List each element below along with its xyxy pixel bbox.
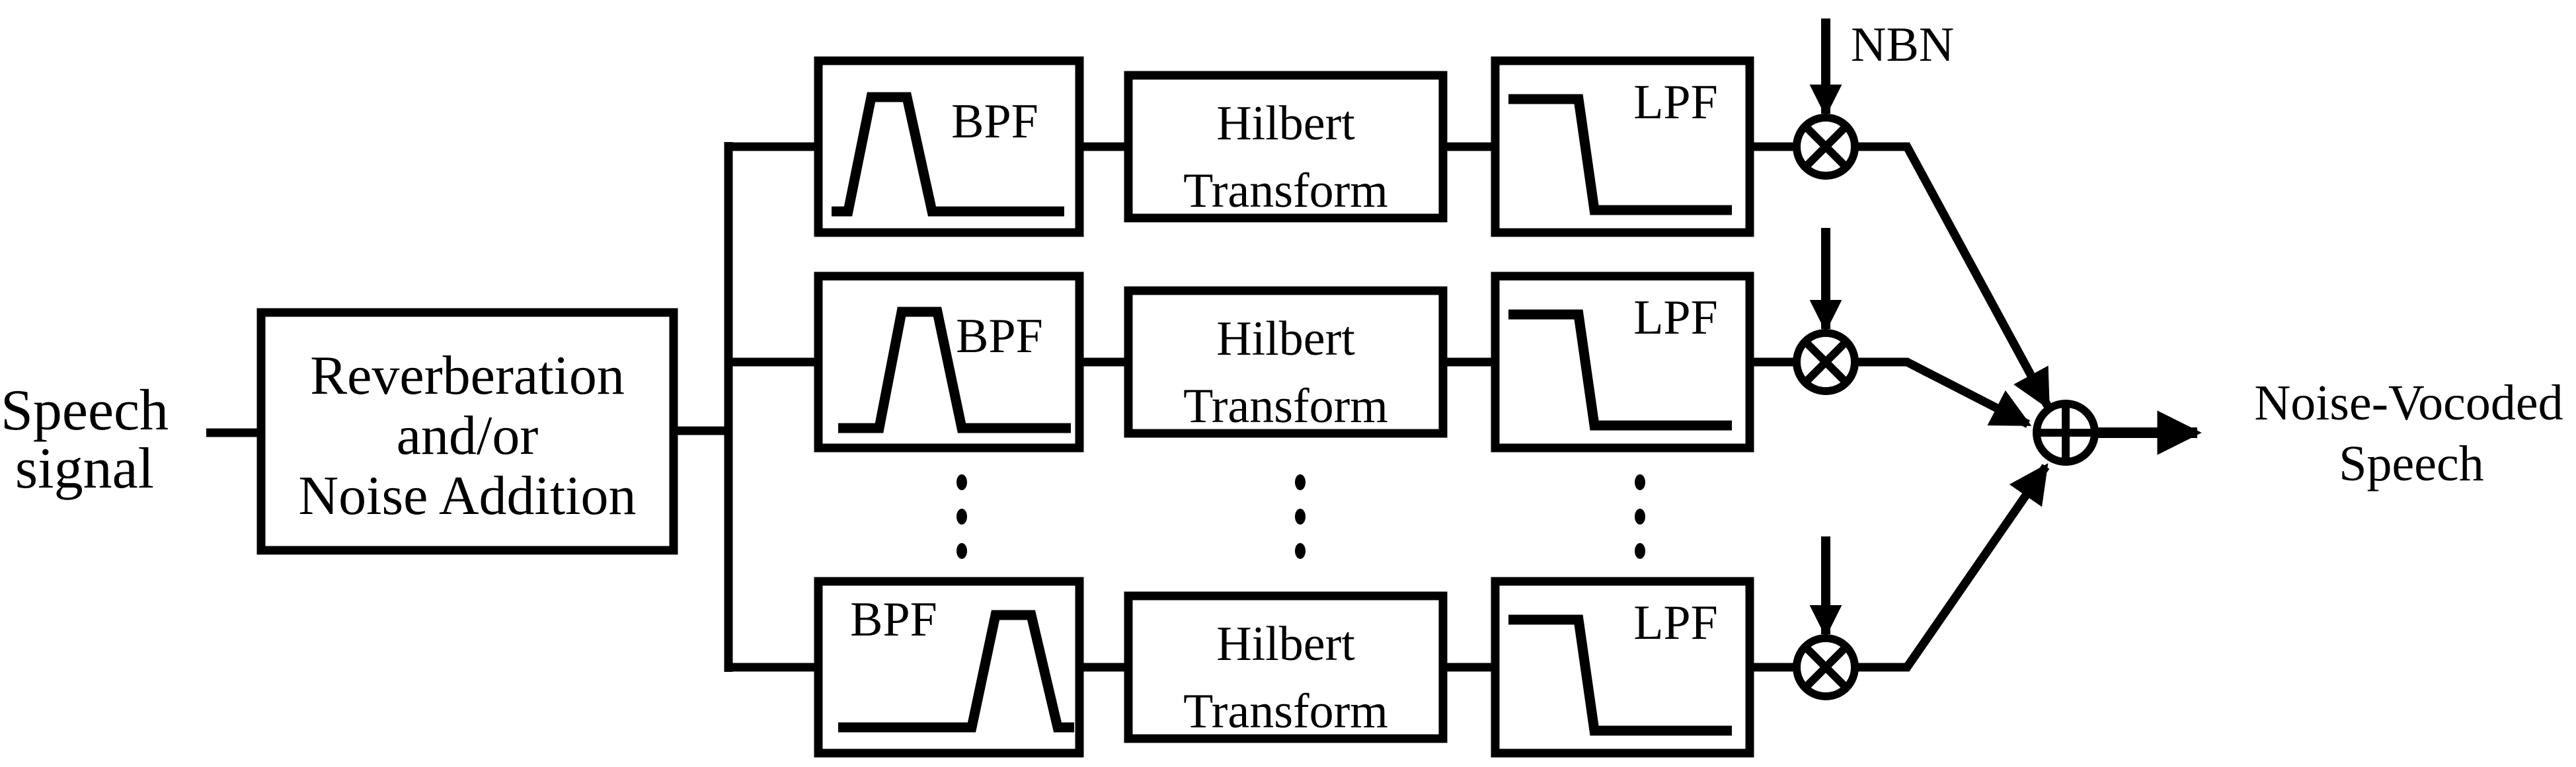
hilbert-label-line1: Hilbert bbox=[1216, 96, 1355, 151]
output-label: Noise-Vocoded Speech bbox=[2254, 375, 2563, 492]
lpf-label: LPF bbox=[1633, 75, 1718, 129]
reverberation-noise-box-frame bbox=[256, 308, 678, 555]
multiplier-icon bbox=[1793, 634, 1859, 700]
reverberation-noise-line1: Reverberation bbox=[310, 345, 625, 406]
hilbert-box: Hilbert Transform bbox=[1124, 71, 1448, 223]
lpf-box: LPF bbox=[1491, 577, 1754, 758]
ellipsis-dot bbox=[956, 509, 967, 525]
bpf-label: BPF bbox=[951, 94, 1038, 149]
ellipsis-dot bbox=[1635, 474, 1645, 490]
bpf-box: BPF bbox=[814, 56, 1084, 237]
output-label-line2: Speech bbox=[2339, 436, 2483, 492]
ellipsis-dot bbox=[956, 543, 967, 559]
lowpass-response-icon bbox=[1508, 94, 1732, 215]
reverberation-noise-line2: and/or bbox=[397, 405, 539, 466]
hilbert-label-line2: Transform bbox=[1183, 379, 1388, 433]
channel-output-arrow bbox=[1855, 463, 2050, 672]
hilbert-box-frame bbox=[1124, 286, 1448, 438]
hilbert-box: Hilbert Transform bbox=[1124, 591, 1448, 743]
hilbert-box-frame bbox=[1124, 591, 1448, 743]
channel-row-2: BPF Hilbert Transform LPF bbox=[814, 228, 2032, 453]
lowpass-response-icon bbox=[1508, 614, 1732, 736]
bandpass-response-icon bbox=[838, 610, 1074, 733]
ellipsis-dot bbox=[1295, 474, 1306, 490]
reverberation-noise-line3: Noise Addition bbox=[298, 465, 636, 527]
multiplier-x-stroke2 bbox=[1802, 338, 1850, 386]
hilbert-label-line2: Transform bbox=[1183, 684, 1388, 739]
channel-ellipsis-hilbert bbox=[1295, 474, 1306, 559]
lpf-box-frame bbox=[1491, 272, 1754, 453]
lpf-box: LPF bbox=[1491, 272, 1754, 453]
bpf-label: BPF bbox=[850, 593, 937, 647]
lpf-label: LPF bbox=[1633, 596, 1718, 650]
bpf-label: BPF bbox=[956, 309, 1043, 363]
reverberation-noise-box: Reverberation and/or Noise Addition bbox=[256, 308, 678, 555]
channel-ellipsis-lpf bbox=[1635, 474, 1645, 559]
lpf-label: LPF bbox=[1633, 291, 1718, 345]
output-label-line1: Noise-Vocoded bbox=[2254, 375, 2563, 431]
lpf-box-frame bbox=[1491, 577, 1754, 758]
lowpass-response-icon bbox=[1508, 309, 1732, 431]
speech-signal-line2: signal bbox=[15, 437, 154, 501]
lpf-box-frame bbox=[1491, 56, 1754, 237]
channel-ellipsis-bpf bbox=[956, 474, 967, 559]
ellipsis-dot bbox=[1295, 509, 1306, 525]
multiplier-x-stroke2 bbox=[1802, 123, 1850, 170]
bandpass-response-icon bbox=[832, 92, 1064, 217]
channel-row-1: BPF Hilbert Transform LPF bbox=[814, 18, 2052, 410]
speech-signal-line1: Speech bbox=[1, 379, 169, 443]
ellipsis-dot bbox=[1295, 543, 1306, 559]
multiplier-icon bbox=[1793, 329, 1859, 395]
channel-row-3: BPF Hilbert Transform LPF bbox=[814, 463, 2050, 758]
ellipsis-dot bbox=[956, 474, 967, 490]
lpf-box: LPF bbox=[1491, 56, 1754, 237]
adder-icon bbox=[2033, 400, 2099, 466]
bandpass-response-icon bbox=[838, 307, 1071, 433]
bpf-box: BPF bbox=[814, 272, 1084, 453]
speech-signal-label: Speech signal bbox=[1, 379, 169, 501]
hilbert-label-line1: Hilbert bbox=[1216, 617, 1355, 671]
channel-output-arrow bbox=[1855, 142, 2052, 410]
bpf-box: BPF bbox=[814, 577, 1084, 758]
multiplier-x-stroke2 bbox=[1802, 643, 1850, 691]
ellipsis-dot bbox=[1635, 509, 1645, 525]
channel-output-arrow bbox=[1855, 357, 2032, 428]
bpf-box-frame bbox=[814, 272, 1084, 453]
multiplier-icon bbox=[1793, 114, 1859, 180]
hilbert-label-line2: Transform bbox=[1183, 164, 1388, 218]
nbn-label: NBN bbox=[1851, 18, 1954, 72]
hilbert-label-line1: Hilbert bbox=[1216, 312, 1355, 366]
hilbert-box: Hilbert Transform bbox=[1124, 286, 1448, 438]
ellipsis-dot bbox=[1635, 543, 1645, 559]
